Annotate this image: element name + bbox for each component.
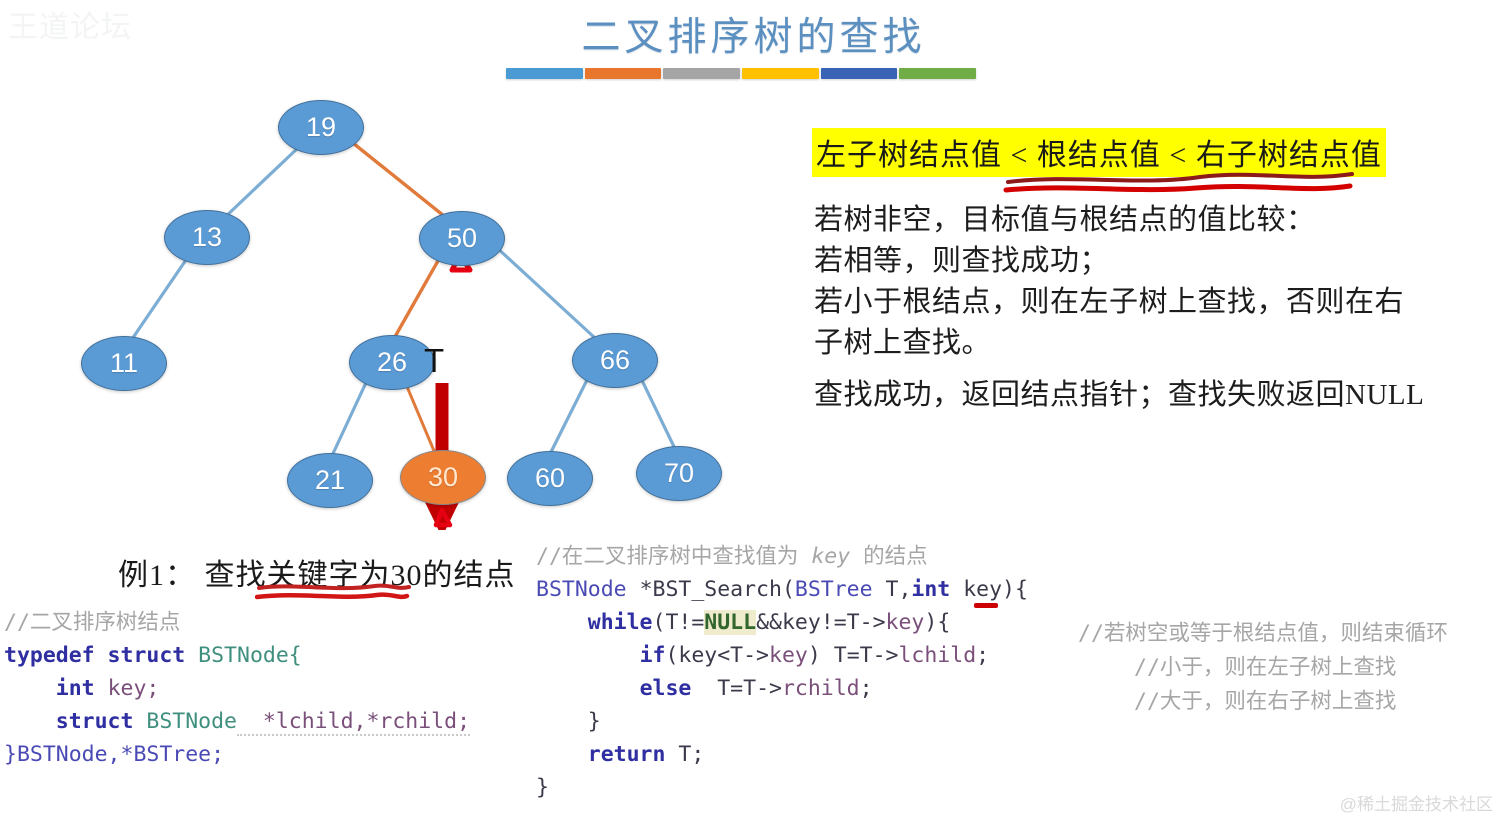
example-caption: 例1： 查找关键字为30的结点 bbox=[118, 559, 516, 592]
tree-node-50: 50 bbox=[419, 211, 505, 266]
code-kw-else: else bbox=[639, 676, 692, 701]
code-comment-search-head-c: 的结点 bbox=[850, 544, 928, 569]
code-comment-struct: //二叉排序树结点 bbox=[4, 610, 181, 635]
tree-node-30: 30 bbox=[400, 450, 486, 505]
edge-path-19-50 bbox=[341, 133, 451, 222]
code-kw-int-param: int bbox=[911, 577, 951, 602]
tree-node-13: 13 bbox=[164, 210, 250, 265]
red-triangle-mark-30 bbox=[433, 507, 453, 528]
code-side-comment-3: //大于，则在右子树上查找 bbox=[1134, 689, 1397, 714]
tree-node-66: 66 bbox=[572, 333, 658, 388]
code-close-fn: } bbox=[536, 775, 549, 800]
code-if-key: key bbox=[769, 643, 808, 668]
page-title: 二叉排序树的查找 bbox=[581, 16, 926, 59]
code-comment-search-head-a: //在二叉排序树中查找值为 bbox=[536, 544, 812, 569]
tree-node-26: 26 bbox=[349, 335, 435, 390]
accent-bar-4 bbox=[742, 68, 819, 79]
description-paragraph-1: 若树非空，目标值与根结点的值比较： 若相等，则查找成功； 若小于根结点，则在左子… bbox=[814, 204, 1405, 359]
code-comment-search-head-key: key bbox=[811, 544, 851, 569]
edge-50-66 bbox=[493, 244, 597, 340]
code-kw-struct: struct bbox=[55, 709, 134, 734]
code-close-while: } bbox=[587, 709, 601, 734]
code-block-search: //在二叉排序树中查找值为 key 的结点 BSTNode *BST_Searc… bbox=[536, 540, 1028, 804]
tree-pointer-label-T: T bbox=[424, 342, 445, 379]
code-field-key: key; bbox=[94, 676, 160, 701]
code-return-type: BSTNode bbox=[536, 577, 640, 602]
code-while-b: &&key!=T-> bbox=[756, 610, 886, 635]
code-param-type: BSTree bbox=[794, 577, 886, 602]
code-if-lchild: lchild bbox=[898, 643, 977, 668]
accent-bar-1 bbox=[506, 68, 583, 79]
tree-node-11: 11 bbox=[81, 336, 167, 391]
code-else-a: T=T-> bbox=[691, 676, 782, 701]
code-typedef-names: }BSTNode,*BSTree; bbox=[4, 742, 225, 767]
accent-bar-6 bbox=[899, 68, 977, 79]
edge-13-11 bbox=[126, 253, 192, 346]
watermark-bottom-right: @稀土掘金技术社区 bbox=[1339, 795, 1493, 814]
code-null-literal: NULL bbox=[704, 610, 757, 635]
code-side-comment-2: //小于，则在左子树上查找 bbox=[1134, 655, 1397, 680]
code-else-rchild: rchild bbox=[781, 676, 860, 701]
code-while-a: (T!= bbox=[652, 610, 705, 635]
code-if-e: ; bbox=[976, 643, 990, 668]
code-while-d: ){ bbox=[924, 610, 951, 635]
code-if-a: (key<T-> bbox=[665, 643, 770, 668]
tree-node-70: 70 bbox=[636, 446, 722, 501]
code-while-key: key bbox=[885, 610, 925, 635]
code-comma: , bbox=[898, 577, 912, 602]
code-type-bstnode-1: BSTNode{ bbox=[185, 643, 302, 668]
code-param-T: T bbox=[885, 577, 899, 602]
code-type-bstnode-2: BSTNode bbox=[133, 709, 238, 734]
code-side-comment-1: //若树空或等于根结点值，则结束循环 bbox=[1078, 621, 1448, 646]
accent-bar-3 bbox=[663, 68, 741, 79]
code-block-struct: //二叉排序树结点 typedef struct BSTNode{ int ke… bbox=[4, 606, 471, 771]
tree-node-19: 19 bbox=[278, 100, 364, 155]
tree-node-21: 21 bbox=[287, 453, 373, 508]
code-kw-return: return bbox=[587, 742, 666, 767]
edge-66-60 bbox=[546, 369, 594, 459]
edge-path-50-26 bbox=[390, 251, 445, 343]
code-kw-while: while bbox=[587, 610, 653, 635]
edge-66-70 bbox=[634, 367, 680, 456]
code-return-value: T; bbox=[665, 742, 705, 767]
accent-bar-2 bbox=[584, 68, 662, 79]
tree-node-60: 60 bbox=[507, 451, 593, 506]
description-paragraph-2: 查找成功，返回结点指针；查找失败返回NULL bbox=[814, 379, 1425, 411]
code-fields-children: *lchild,*rchild; bbox=[237, 709, 471, 736]
binary-search-tree-diagram: 19 13 50 11 26 66 21 30 60 70 T bbox=[0, 80, 780, 530]
code-kw-int: int bbox=[55, 676, 95, 701]
code-if-c: ) T=T-> bbox=[807, 643, 899, 668]
edge-19-13 bbox=[220, 144, 302, 222]
accent-bar-5 bbox=[820, 68, 898, 79]
accent-bar-group bbox=[506, 68, 977, 80]
bst-rule-banner: 左子树结点值 < 根结点值 < 右子树结点值 bbox=[812, 128, 1386, 177]
code-kw-if: if bbox=[639, 643, 666, 668]
code-else-c: ; bbox=[859, 676, 873, 701]
code-fn-name: *BST_Search( bbox=[639, 577, 795, 602]
code-kw-typedef-struct: typedef struct bbox=[4, 643, 186, 668]
code-param-key: key){ bbox=[950, 577, 1028, 602]
edge-26-21 bbox=[328, 371, 373, 461]
watermark-top-left: 王道论坛 bbox=[8, 11, 132, 44]
